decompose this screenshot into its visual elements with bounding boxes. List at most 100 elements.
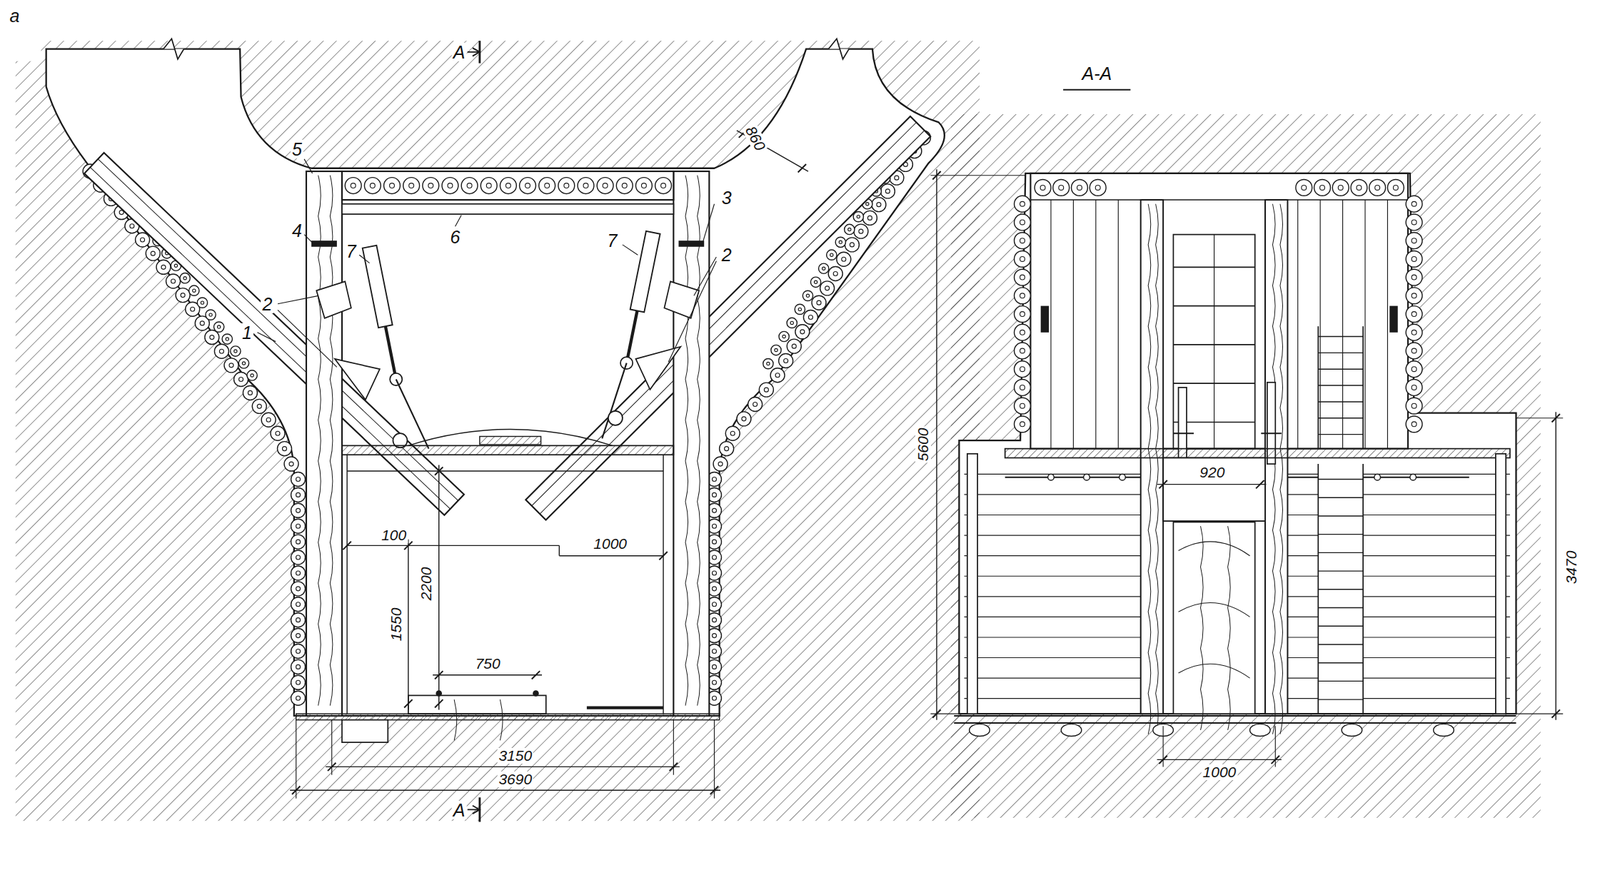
lagging-log <box>403 177 420 195</box>
log-ring <box>1071 179 1089 196</box>
wall-plank <box>1362 535 1511 537</box>
log-ring <box>577 177 595 195</box>
dimension-line <box>559 545 560 556</box>
log-ring <box>261 412 276 427</box>
backfill-log <box>291 550 306 565</box>
log-core <box>841 257 847 262</box>
ladder-rail <box>1317 326 1319 449</box>
callout-number: А <box>451 801 467 820</box>
log-core <box>296 492 301 497</box>
excavation-outline <box>958 173 1516 714</box>
log-ring <box>1014 195 1031 213</box>
ladder-rung <box>1317 336 1363 337</box>
log-ring <box>1405 306 1423 323</box>
log-core <box>711 634 717 639</box>
wall-plank <box>1362 698 1511 699</box>
lagging-plank <box>1050 199 1051 450</box>
log-ring <box>1053 179 1070 196</box>
log-core <box>848 227 852 231</box>
rail-line <box>953 715 1516 717</box>
log-core <box>1020 201 1026 207</box>
log-ring <box>763 358 774 369</box>
lagging-log <box>616 177 633 195</box>
log-core <box>1411 366 1417 372</box>
dimension-label: 750 <box>474 656 502 672</box>
log-ring <box>1405 250 1423 268</box>
log-core <box>389 183 395 189</box>
log-core <box>1411 403 1417 409</box>
backfill-log <box>803 309 818 325</box>
wall-plank <box>1362 494 1511 495</box>
log-ring <box>519 177 537 195</box>
lagging-log <box>1405 342 1423 360</box>
wall-plank <box>1362 514 1511 516</box>
pipe <box>1287 476 1318 479</box>
cylinder-bracket <box>1173 432 1194 435</box>
log-core <box>711 571 717 576</box>
backfill-log <box>205 309 216 320</box>
section-arrow <box>467 806 480 814</box>
log-ring <box>403 177 420 195</box>
log-ring <box>214 344 229 359</box>
log-ring <box>175 288 190 303</box>
log-ring <box>802 290 813 301</box>
piston-rod <box>626 310 638 363</box>
wall-plank <box>1287 698 1318 699</box>
log-core <box>867 215 872 220</box>
log-core <box>1411 274 1417 280</box>
backfill-log <box>291 675 306 690</box>
log-core <box>822 267 826 270</box>
ladder-rung <box>1317 479 1363 480</box>
log-core <box>711 664 717 669</box>
ladder-rung <box>1317 570 1363 572</box>
wood-grain <box>685 175 689 707</box>
backfill-log <box>291 597 306 612</box>
log-ring <box>224 358 239 373</box>
dimension-tick <box>404 699 412 708</box>
frame-outline <box>1030 173 1408 450</box>
log-core <box>1020 329 1026 335</box>
log-ring <box>616 177 633 195</box>
dimension-label: 1000 <box>1201 764 1239 781</box>
lagging-log <box>596 177 614 195</box>
lagging-log <box>1405 324 1423 341</box>
wood-grain <box>1228 526 1231 731</box>
leader-line <box>277 309 337 367</box>
log-ring <box>1332 179 1349 196</box>
dimension-label: 3470 <box>1563 549 1580 586</box>
dimension-label: 1550 <box>388 606 405 643</box>
lagging-log <box>1405 195 1423 213</box>
lagging-log <box>1071 179 1089 196</box>
log-core <box>1095 184 1101 190</box>
lagging-log <box>1014 342 1031 360</box>
backfill-log <box>189 285 200 296</box>
log-ring <box>1405 232 1423 250</box>
log-ring <box>1014 269 1031 286</box>
log-core <box>1411 201 1417 207</box>
lagging-log <box>1405 379 1423 396</box>
backfill-log <box>853 224 869 239</box>
side-post <box>1495 454 1506 714</box>
backfill-log <box>261 412 276 427</box>
log-core <box>296 696 301 701</box>
ladder-rung <box>1317 417 1363 419</box>
log-core <box>1411 238 1417 244</box>
log-core <box>1020 219 1026 225</box>
backfill-log <box>811 295 827 310</box>
log-core <box>766 361 770 365</box>
ladder-rung <box>1317 497 1363 499</box>
log-ring <box>871 197 887 213</box>
log-core <box>711 648 717 654</box>
log-core <box>1301 184 1307 190</box>
log-core <box>544 183 550 189</box>
log-core <box>296 571 301 576</box>
wall-plank <box>1287 636 1318 638</box>
log-ring <box>197 297 208 308</box>
log-ring <box>844 237 859 253</box>
log-ring <box>725 426 740 441</box>
wall-plank <box>1287 616 1318 618</box>
section-view <box>930 89 1563 819</box>
log-ring <box>291 534 306 550</box>
backfill-log <box>224 358 239 373</box>
callout-number: А <box>451 42 467 62</box>
